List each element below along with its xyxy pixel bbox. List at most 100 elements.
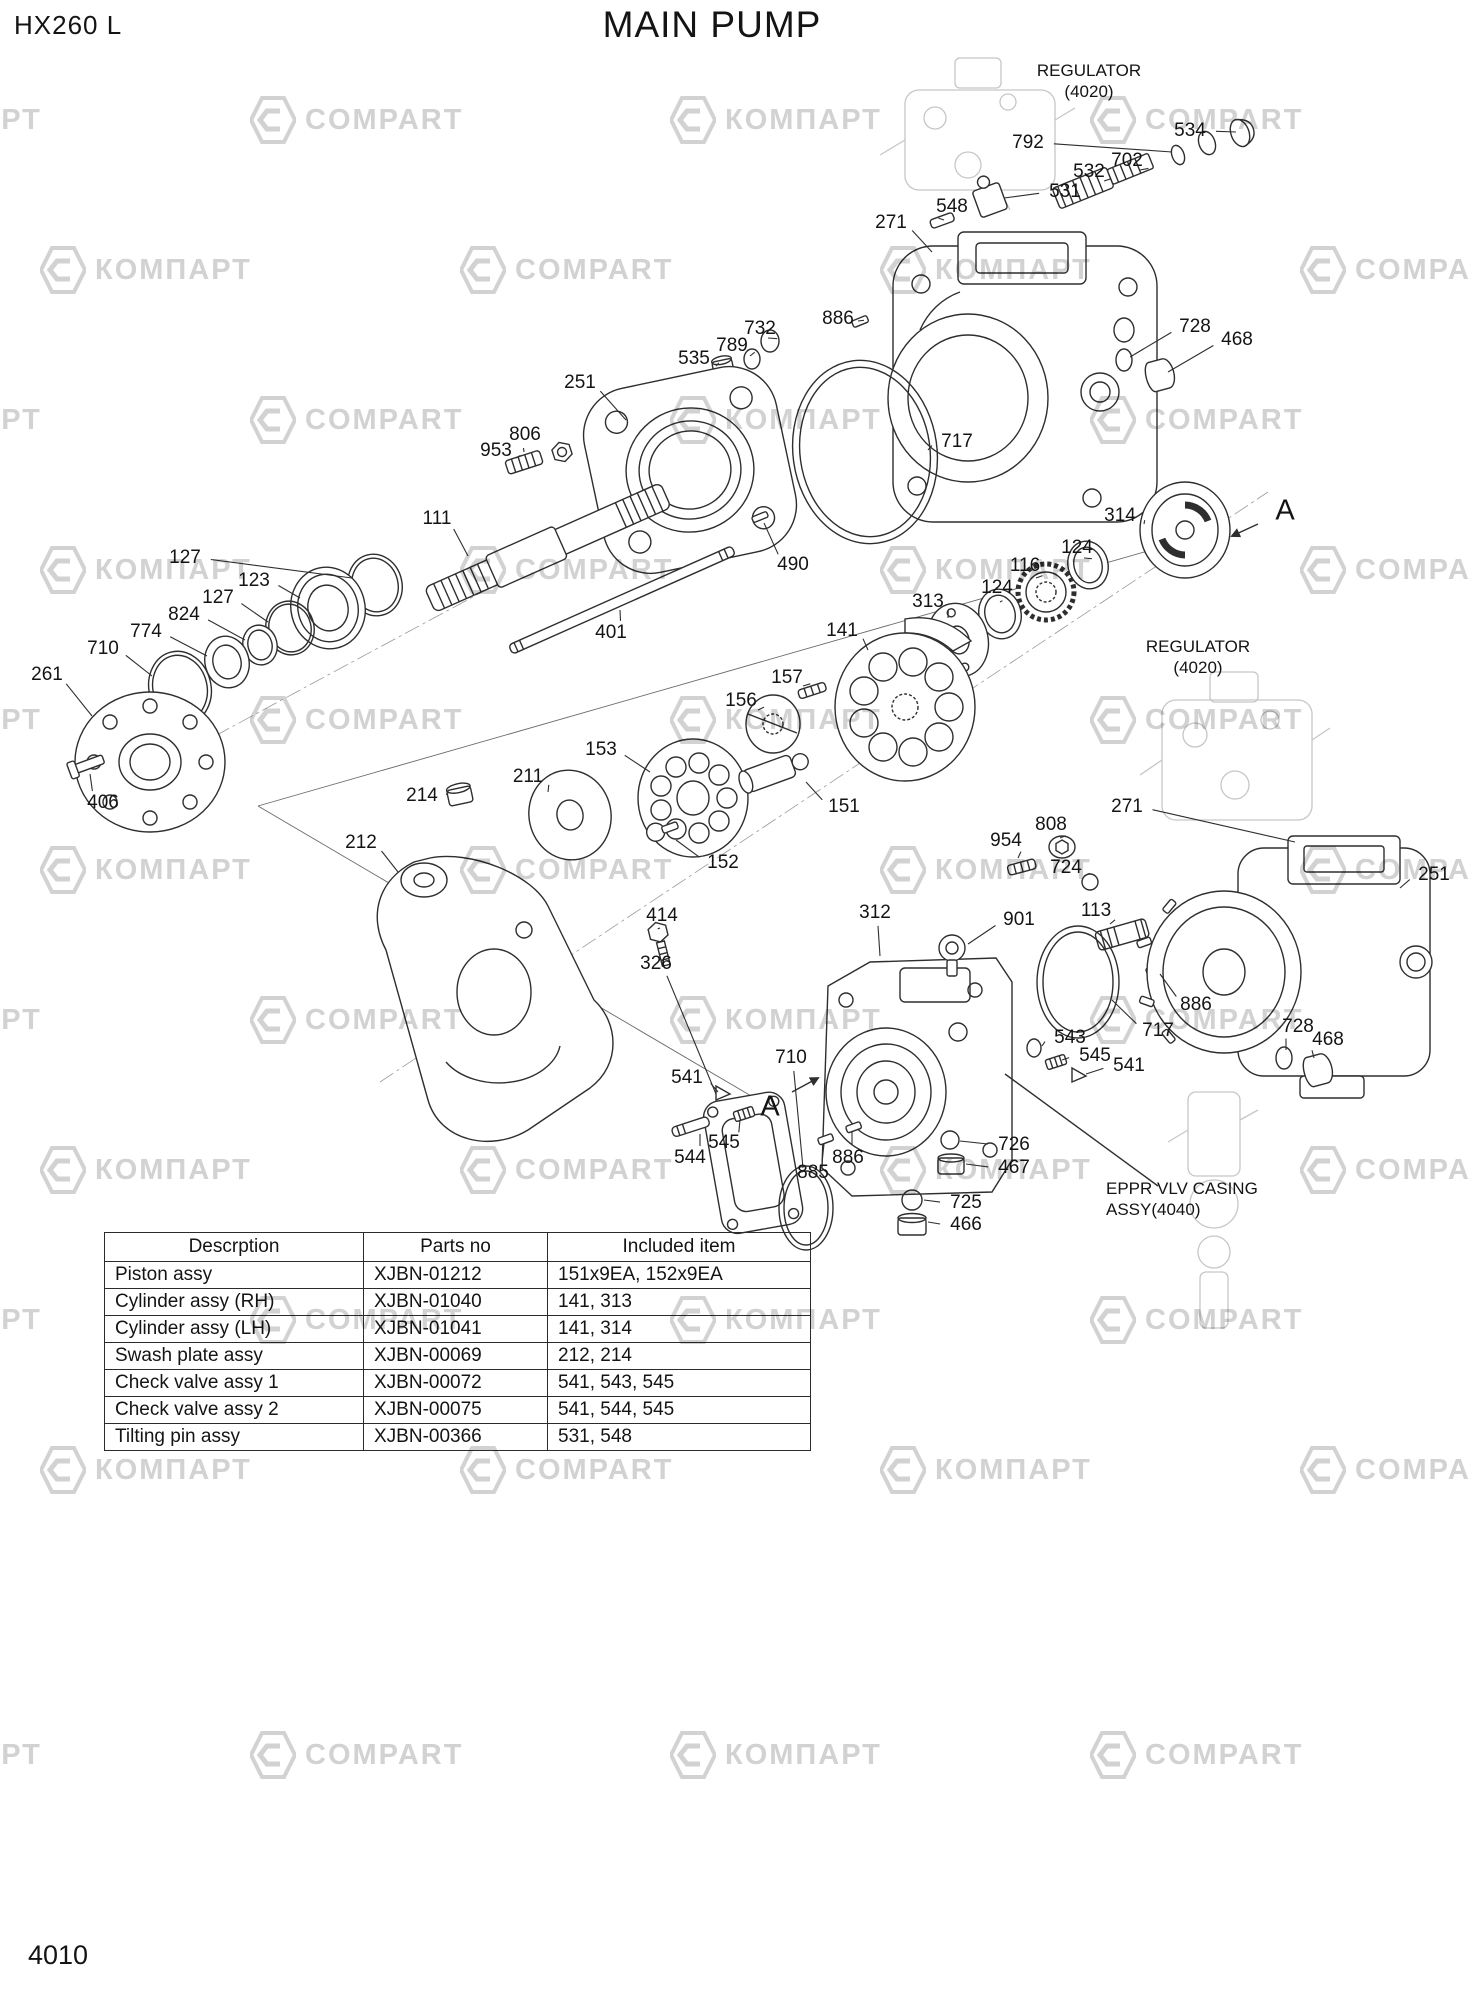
table-cell: Tilting pin assy bbox=[104, 1423, 364, 1451]
plug-728-468-bottom bbox=[1275, 1046, 1334, 1088]
table-cell: Cylinder assy (LH) bbox=[104, 1315, 364, 1343]
part-callout-885: 885 bbox=[797, 1162, 829, 1183]
part-callout-541: 541 bbox=[671, 1067, 703, 1088]
part-callout-728: 728 bbox=[1282, 1016, 1314, 1037]
rod-401 bbox=[509, 546, 735, 654]
eppr-leader-line bbox=[1004, 1073, 1159, 1187]
page-number: 4010 bbox=[28, 1940, 89, 1970]
shaft-stub-113 bbox=[1094, 918, 1150, 951]
gasket-326 bbox=[702, 1091, 804, 1235]
part-callout-534: 534 bbox=[1174, 120, 1206, 141]
model-code: HX260 L bbox=[14, 10, 123, 40]
swash-plate-drawing bbox=[376, 855, 614, 1143]
plug-728-468-top bbox=[1115, 348, 1176, 393]
table-cell: XJBN-01040 bbox=[363, 1288, 548, 1316]
table-cell: XJBN-01212 bbox=[363, 1261, 548, 1289]
diagram-note: REGULATOR (4020) bbox=[1146, 636, 1250, 679]
part-callout-124: 124 bbox=[1061, 537, 1093, 558]
eye-bolt-901 bbox=[938, 934, 966, 977]
part-callout-710: 710 bbox=[775, 1047, 807, 1068]
note-line: (4020) bbox=[1173, 658, 1223, 678]
part-callout-724: 724 bbox=[1050, 857, 1082, 878]
bearing-seal-stack bbox=[147, 553, 403, 726]
part-callout-111: 111 bbox=[422, 508, 452, 529]
part-callout-261: 261 bbox=[31, 664, 63, 685]
part-callout-127: 127 bbox=[169, 547, 201, 568]
oring-717-top bbox=[791, 359, 939, 545]
table-cell: 141, 314 bbox=[547, 1315, 811, 1343]
table-cell: XJBN-00075 bbox=[363, 1396, 548, 1424]
part-callout-531: 531 bbox=[1049, 181, 1081, 202]
pin-886-bottom bbox=[845, 1121, 863, 1134]
part-callout-789: 789 bbox=[716, 335, 748, 356]
table-cell: 141, 313 bbox=[547, 1288, 811, 1316]
part-callout-545: 545 bbox=[708, 1132, 740, 1153]
part-callout-401: 401 bbox=[595, 622, 627, 643]
plug-725-466 bbox=[897, 1189, 927, 1236]
piston-shoe-152 bbox=[645, 821, 679, 842]
part-callout-535: 535 bbox=[678, 348, 710, 369]
part-callout-271: 271 bbox=[1111, 796, 1143, 817]
part-callout-251: 251 bbox=[1418, 864, 1450, 885]
note-line: REGULATOR bbox=[1036, 61, 1142, 80]
part-callout-548: 548 bbox=[936, 196, 968, 217]
table-cell: 151x9EA, 152x9EA bbox=[547, 1261, 811, 1289]
part-callout-710: 710 bbox=[87, 638, 119, 659]
part-callout-414: 414 bbox=[646, 905, 678, 926]
gear-116 bbox=[1015, 561, 1077, 623]
table-header-cell: Included item bbox=[547, 1232, 811, 1262]
table-cell: 212, 214 bbox=[547, 1342, 811, 1370]
part-callout-116: 116 bbox=[1009, 555, 1041, 576]
pump-casing-drawing bbox=[821, 957, 1013, 1197]
part-callout-124: 124 bbox=[981, 577, 1013, 598]
leader-lines bbox=[65, 130, 1411, 1225]
part-callout-468: 468 bbox=[1221, 329, 1253, 350]
bushing-124a bbox=[1067, 540, 1109, 590]
pin-954 bbox=[1006, 858, 1037, 876]
part-callout-732: 732 bbox=[744, 318, 776, 339]
section-arrows bbox=[791, 523, 1259, 1093]
note-line: REGULATOR bbox=[1145, 637, 1251, 656]
part-callout-157: 157 bbox=[771, 667, 803, 688]
note-line: (4020) bbox=[1064, 82, 1114, 102]
part-callout-728: 728 bbox=[1179, 316, 1211, 337]
part-callout-808: 808 bbox=[1035, 814, 1067, 835]
oring-724 bbox=[1081, 873, 1099, 891]
table-cell: XJBN-00069 bbox=[363, 1342, 548, 1370]
note-line: EPPR VLV CASING bbox=[1106, 1179, 1258, 1198]
part-callout-774: 774 bbox=[130, 621, 162, 642]
part-callout-212: 212 bbox=[345, 832, 377, 853]
eppr-valve-ghost bbox=[1167, 1091, 1259, 1329]
part-callout-406: 406 bbox=[87, 792, 119, 813]
table-cell: XJBN-01041 bbox=[363, 1315, 548, 1343]
regulator-ghost-mid bbox=[1139, 671, 1331, 821]
part-callout-543: 543 bbox=[1054, 1027, 1086, 1048]
section-mark: A bbox=[1275, 494, 1295, 527]
table-cell: Check valve assy 1 bbox=[104, 1369, 364, 1397]
pin-157 bbox=[797, 681, 827, 700]
spring-pin-drawing bbox=[504, 441, 573, 475]
tilting-pin-parts bbox=[929, 175, 1008, 229]
part-callout-954: 954 bbox=[990, 830, 1022, 851]
part-callout-127: 127 bbox=[202, 587, 234, 608]
part-callout-313: 313 bbox=[912, 591, 944, 612]
table-cell: Cylinder assy (RH) bbox=[104, 1288, 364, 1316]
part-callout-312: 312 bbox=[859, 902, 891, 923]
oring-717-bottom bbox=[1036, 925, 1120, 1039]
part-callout-113: 113 bbox=[1080, 900, 1112, 921]
part-callout-271: 271 bbox=[875, 212, 907, 233]
washer-211 bbox=[528, 769, 612, 861]
part-callout-953: 953 bbox=[480, 440, 512, 461]
check-valve-right-parts bbox=[1026, 1038, 1088, 1084]
